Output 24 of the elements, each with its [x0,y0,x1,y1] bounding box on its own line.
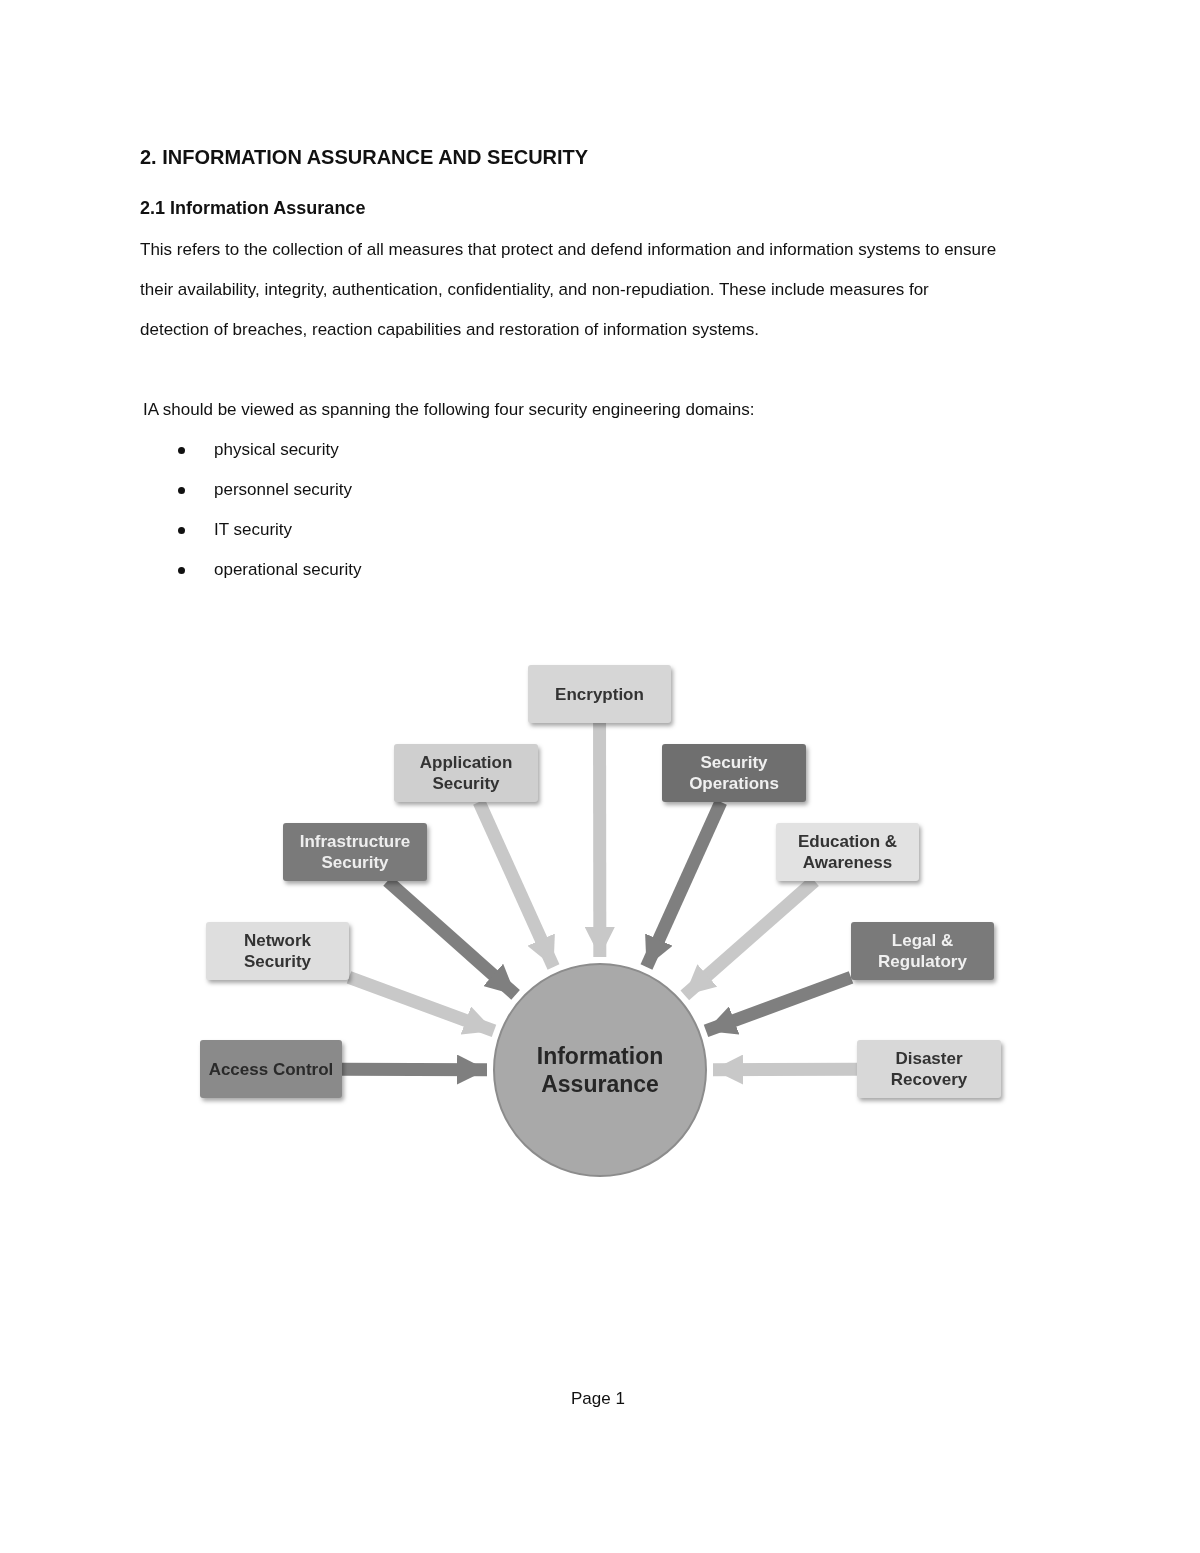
section-heading: 2. INFORMATION ASSURANCE AND SECURITY [140,145,589,170]
block-arrow [473,799,560,970]
process-box: Network Security [206,922,349,980]
block-arrow [584,723,615,957]
paragraph: IA should be viewed as spanning the following four security engineering domains: [143,399,756,421]
list-item: personnel security [214,479,352,502]
process-box: Security Operations [662,744,806,802]
process-box: Infrastructure Security [283,823,427,881]
paragraph: This refers to the collection of all measures that protect and defend information and information systems to ensure their availability, integrity, authentication, confidentiality, and non-repudiation. These include measures for detection of breaches, reaction capabilities and restoration of information systems. [140,239,998,341]
subsection-heading: 2.1 Information Assurance [140,197,366,220]
block-arrow [640,799,727,970]
process-box: Education & Awareness [776,823,919,881]
process-box: Application Security [394,744,538,802]
process-box: Disaster Recovery [857,1040,1001,1098]
list-item: operational security [214,559,362,582]
block-arrow [703,971,854,1037]
process-box: Encryption [528,665,671,723]
process-box: Legal & Regulatory [851,922,994,980]
list-item: IT security [214,519,293,542]
page-number: Page 1 [571,1388,625,1410]
process-box: Access Control [200,1040,342,1098]
block-arrow [712,1054,858,1085]
block-arrow [342,1054,488,1085]
list-item: physical security [214,439,339,462]
